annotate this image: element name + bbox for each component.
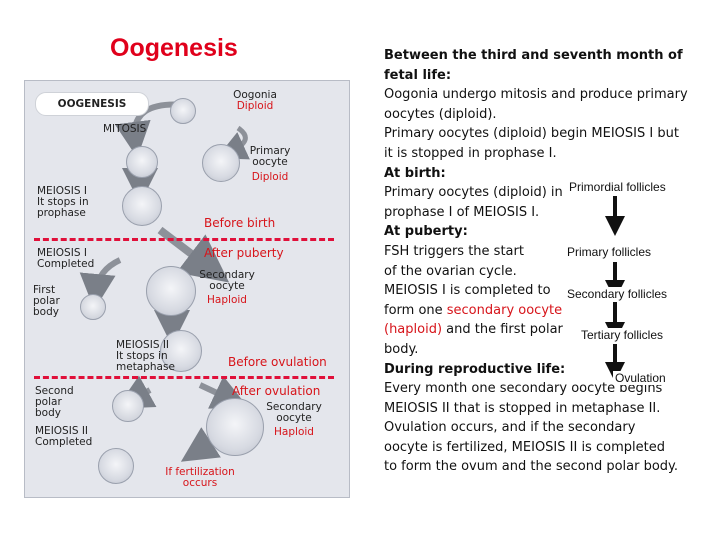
before-birth-label: Before birth — [204, 216, 276, 230]
birth-divider — [34, 238, 334, 241]
follicle-secondary: Secondary follicles — [565, 287, 670, 301]
oogenesis-description: Between the third and seventh month of f… — [384, 46, 694, 477]
follicle-tertiary: Tertiary follicles — [579, 328, 666, 342]
text-line-14: form one secondary oocyte — [384, 302, 563, 318]
text-line-2: fetal life: — [384, 67, 452, 83]
mitosis-label: MITOSIS — [103, 123, 147, 135]
text-line-9: prophase I of MEIOSIS I. — [384, 204, 540, 220]
text-line-11: FSH triggers the start — [384, 243, 524, 259]
primary-oocyte-cell — [202, 144, 240, 182]
text-line-10: At puberty: — [384, 224, 468, 240]
after-ovulation-label: After ovulation — [232, 384, 321, 398]
first-polar-body-cell — [80, 294, 106, 320]
follicle-arrows — [605, 196, 625, 380]
text-line-18: Every month one secondary oocyte begins — [384, 381, 663, 397]
follicle-primordial: Primordial follicles — [567, 180, 668, 194]
text-line-16: body. — [384, 341, 419, 357]
text-line-21: oocyte is fertilized, MEIOSIS II is comp… — [384, 439, 665, 455]
text-line-15: (haploid) and the first polar — [384, 322, 563, 338]
metaphase-ii-cell — [160, 330, 202, 372]
secondary-oocyte-2-cell — [206, 398, 264, 456]
secondary-oocyte-cell — [146, 266, 196, 316]
text-line-19: MEIOSIS II that is stopped in metaphase … — [384, 400, 661, 416]
text-line-7: At birth: — [384, 165, 446, 181]
text-line-20: Ovulation occurs, and if the secondary — [384, 420, 636, 436]
meiosis1-completed-label: MEIOSIS I Completed — [37, 247, 95, 270]
text-line-3: Oogonia undergo mitosis and produce prim… — [384, 87, 688, 103]
second-polar-body-label: Second polar body — [35, 385, 74, 419]
before-ovulation-label: Before ovulation — [228, 355, 327, 369]
meiosis1-stop-label: MEIOSIS I It stops in prophase — [37, 185, 89, 219]
fertilized-cell — [98, 448, 134, 484]
slide-title: Oogenesis — [110, 34, 238, 62]
text-line-12: of the ovarian cycle. — [384, 263, 517, 279]
arrow-to-secondary-oocyte-2 — [198, 376, 249, 409]
arrow-to-secondary-oocyte — [157, 226, 230, 283]
text-line-13: MEIOSIS I is completed to — [384, 283, 551, 299]
meiosis2-completed-label: MEIOSIS II Completed — [35, 425, 93, 448]
text-line-22: to form the ovum and the second polar bo… — [384, 459, 679, 475]
text-line-6: it is stopped in prophase I. — [384, 145, 557, 161]
oogonium-cell-left — [126, 146, 158, 178]
after-puberty-label: After puberty — [204, 246, 284, 260]
ovulation-divider — [34, 376, 334, 379]
follicle-primary: Primary follicles — [565, 245, 654, 259]
second-polar-body-cell — [112, 390, 144, 422]
text-line-5: Primary oocytes (diploid) begin MEIOSIS … — [384, 126, 679, 142]
follicle-ovulation: Ovulation — [613, 371, 668, 385]
arrow-to-first-polar-body — [79, 257, 122, 310]
prophase-oocyte-cell — [122, 186, 162, 226]
text-line-8: Primary oocytes (diploid) in — [384, 185, 563, 201]
first-polar-body-label: First polar body — [33, 284, 60, 318]
meiosis2-stop-label: MEIOSIS II It stops in metaphase — [116, 339, 175, 373]
oogenesis-header-pill: OOGENESIS — [35, 92, 149, 116]
text-line-17: During reproductive life: — [384, 361, 566, 377]
oogonia-cell — [170, 98, 196, 124]
text-line-4: oocytes (diploid). — [384, 106, 497, 122]
text-line-1: Between the third and seventh month of — [384, 48, 683, 63]
fertilization-label: If fertilization occurs — [165, 466, 235, 489]
